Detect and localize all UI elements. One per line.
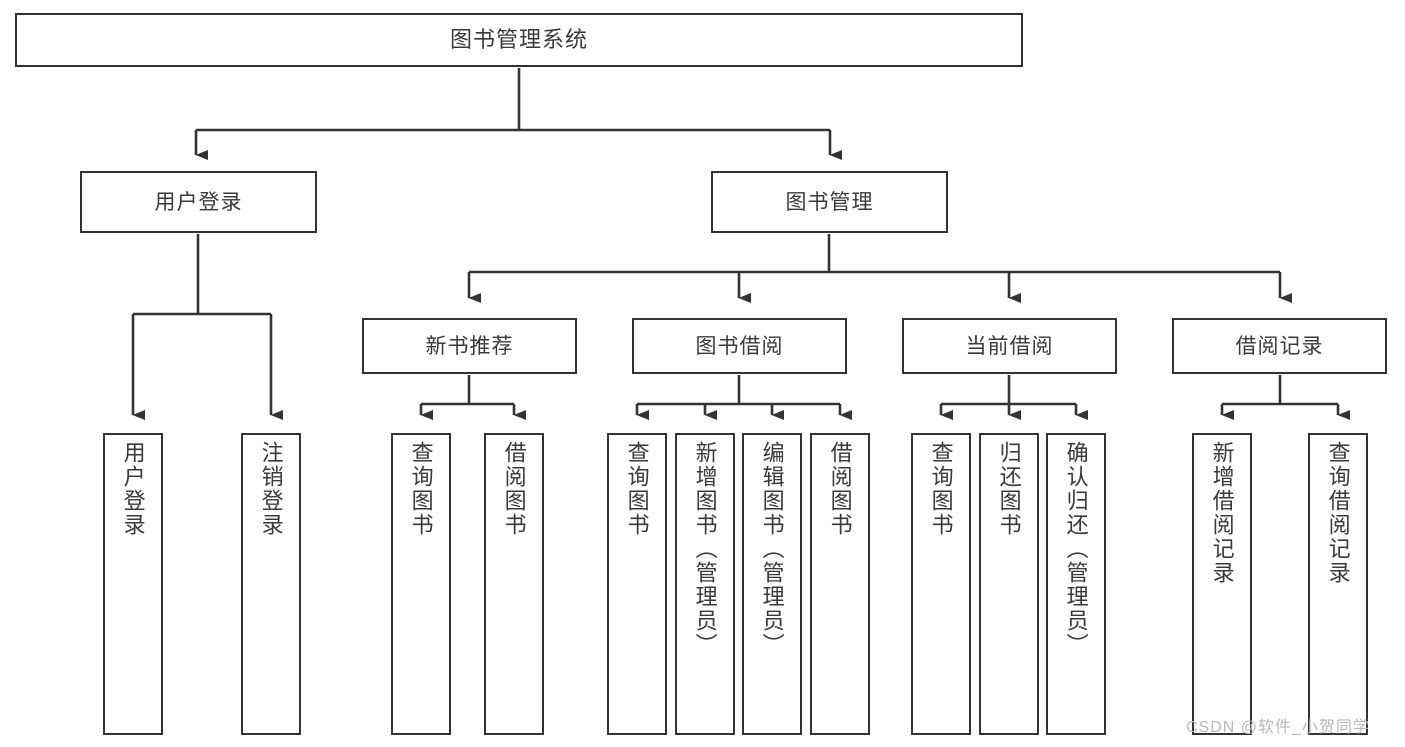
leaf-borrow-book-2-label: 借阅图书 [827, 441, 853, 537]
node-user-login[interactable]: 用户登录 [80, 171, 317, 233]
node-user-login-label: 用户登录 [154, 190, 243, 214]
node-borrow-records[interactable]: 借阅记录 [1172, 318, 1387, 374]
leaf-add-record-label: 新增借阅记录 [1209, 441, 1235, 585]
leaf-query-book-3[interactable]: 查询图书 [911, 433, 971, 735]
leaf-logout-label: 注销登录 [258, 441, 284, 537]
leaf-borrow-book-2[interactable]: 借阅图书 [810, 433, 870, 735]
leaf-query-book-3-label: 查询图书 [928, 441, 954, 537]
node-current-borrow[interactable]: 当前借阅 [902, 318, 1117, 374]
node-borrow-records-label: 借阅记录 [1235, 334, 1324, 358]
leaf-borrow-book-1-label: 借阅图书 [501, 441, 527, 537]
leaf-query-book-2-label: 查询图书 [624, 441, 650, 537]
node-new-recommend-label: 新书推荐 [425, 334, 514, 358]
leaf-borrow-book-1[interactable]: 借阅图书 [484, 433, 544, 735]
leaf-query-book-2[interactable]: 查询图书 [607, 433, 667, 735]
leaf-query-record[interactable]: 查询借阅记录 [1308, 433, 1368, 735]
leaf-add-record[interactable]: 新增借阅记录 [1192, 433, 1252, 735]
node-book-borrow-label: 图书借阅 [695, 334, 784, 358]
leaf-confirm-return-label: 确认归还（管理员） [1063, 441, 1089, 657]
node-book-manage[interactable]: 图书管理 [711, 171, 948, 233]
leaf-add-book[interactable]: 新增图书（管理员） [675, 433, 735, 735]
leaf-edit-book-label: 编辑图书（管理员） [759, 441, 785, 657]
leaf-user-login-label: 用户登录 [120, 441, 146, 537]
node-current-borrow-label: 当前借阅 [965, 334, 1054, 358]
leaf-query-book-1-label: 查询图书 [408, 441, 434, 537]
node-book-manage-label: 图书管理 [785, 190, 874, 214]
leaf-return-book-label: 归还图书 [996, 441, 1022, 537]
node-book-borrow[interactable]: 图书借阅 [632, 318, 847, 374]
leaf-logout[interactable]: 注销登录 [241, 433, 301, 735]
leaf-user-login[interactable]: 用户登录 [103, 433, 163, 735]
leaf-edit-book[interactable]: 编辑图书（管理员） [742, 433, 802, 735]
leaf-add-book-label: 新增图书（管理员） [692, 441, 718, 657]
leaf-return-book[interactable]: 归还图书 [979, 433, 1039, 735]
node-root[interactable]: 图书管理系统 [15, 13, 1023, 67]
leaf-query-book-1[interactable]: 查询图书 [391, 433, 451, 735]
node-root-label: 图书管理系统 [449, 27, 588, 52]
node-new-recommend[interactable]: 新书推荐 [362, 318, 577, 374]
leaf-confirm-return[interactable]: 确认归还（管理员） [1046, 433, 1106, 735]
leaf-query-record-label: 查询借阅记录 [1325, 441, 1351, 585]
